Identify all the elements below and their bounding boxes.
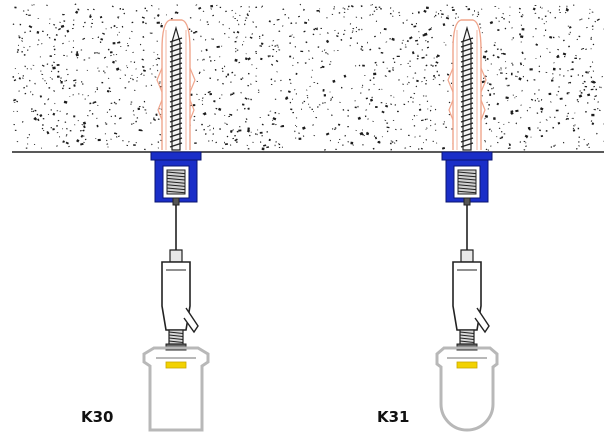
mount-assembly-k31 — [435, 19, 499, 432]
round-led-profile-icon — [435, 346, 499, 432]
gripper-icon — [452, 249, 490, 351]
mount-assembly-k30 — [142, 19, 210, 432]
label-k30: K30 — [81, 408, 114, 426]
mounting-bracket-icon — [441, 151, 493, 206]
label-k31: K31 — [377, 408, 410, 426]
mounting-bracket-icon — [150, 151, 202, 206]
gripper-icon — [161, 249, 199, 351]
square-led-profile-icon — [142, 346, 210, 432]
screw-anchor-icon — [156, 19, 196, 151]
concrete-ceiling — [12, 3, 604, 153]
screw-anchor-icon — [447, 19, 487, 151]
